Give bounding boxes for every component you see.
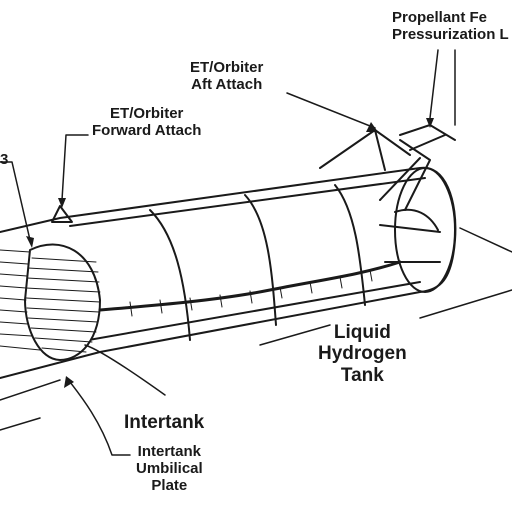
label-umbilical-line2: Umbilical [136, 459, 203, 477]
intertank-left-hatching [0, 249, 41, 351]
arrow-aft-attach [366, 122, 378, 132]
length-dimension-line [0, 227, 512, 431]
arrow-left [26, 236, 34, 248]
aft-dome-frame [379, 208, 441, 263]
arrow-propellant [426, 118, 434, 128]
forward-attach-fitting [51, 205, 73, 223]
label-propellant-line1: Propellant Fe [392, 9, 488, 26]
ring-frame [149, 209, 191, 341]
label-lh2-line2: Hydrogen [318, 343, 407, 365]
label-propellant-line2: Pressurization L [392, 25, 509, 43]
feed-line-segments [129, 269, 373, 317]
label-aft-line2: Aft Attach [191, 75, 263, 93]
leader-forward-attach [61, 134, 89, 201]
label-lh2-line3: Tank [340, 364, 384, 386]
label-lh2-tank: Liquid Hydrogen Tank [318, 322, 407, 386]
leader-umbilical [69, 381, 131, 456]
label-umbilical-line3: Plate [151, 476, 188, 494]
tank-bottom-line [59, 281, 421, 346]
internal-feed-line [98, 260, 402, 312]
label-lh2-line1: Liquid [333, 322, 391, 343]
leader-left [0, 161, 31, 241]
leader-propellant [429, 49, 456, 126]
label-propellant-feed: Propellant Fe Pressurization L [392, 9, 509, 44]
leader-aft-attach [286, 92, 376, 129]
label-intertank: Intertank [124, 412, 205, 433]
label-aft-attach: ET/Orbiter Aft Attach [190, 59, 264, 94]
tank-inner-top-line [69, 177, 426, 227]
ring-frame [244, 194, 277, 326]
intertank-hatching [25, 257, 101, 353]
label-umbilical-line1: Intertank [137, 443, 202, 460]
leader-lh2 [259, 324, 331, 346]
label-aft-line1: ET/Orbiter [190, 59, 264, 76]
label-forward-line1: ET/Orbiter [110, 105, 184, 122]
label-umbilical-plate: Intertank Umbilical Plate [136, 443, 203, 494]
label-forward-attach: ET/Orbiter Forward Attach [92, 105, 202, 140]
aft-attach-strut [319, 129, 431, 211]
arrow-forward-attach [58, 198, 66, 208]
label-partial-left: 3 [0, 151, 9, 168]
label-forward-line2: Forward Attach [92, 121, 202, 139]
arrow-umbilical [64, 376, 74, 388]
leader-intertank [84, 344, 166, 396]
ring-frame [334, 184, 366, 306]
